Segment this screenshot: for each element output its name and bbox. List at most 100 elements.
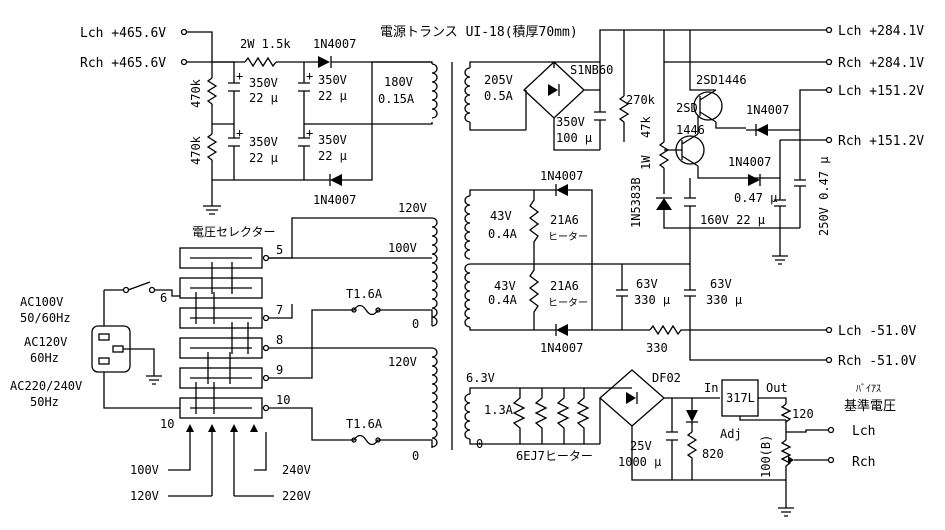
terminal-rch-151 bbox=[825, 136, 833, 144]
pin-9: 9 bbox=[276, 363, 283, 377]
label-6ej7: 6EJ7ヒーター bbox=[516, 449, 593, 463]
label-270k: 270k bbox=[626, 93, 656, 107]
resistor-470k-bot bbox=[206, 133, 218, 161]
selector-block-1[interactable] bbox=[179, 247, 263, 269]
label-neg-c1-v: 63V bbox=[636, 277, 658, 291]
label-heater2-b: ヒーター bbox=[548, 297, 588, 309]
label-neg-c1-uf: 330 μ bbox=[634, 293, 670, 307]
label-sel-220v[interactable]: 220V bbox=[282, 489, 311, 503]
label-winding-015a: 0.15A bbox=[378, 92, 415, 106]
terminal-rch-465 bbox=[180, 58, 188, 66]
label-tap-0-bot: 0 bbox=[412, 449, 419, 463]
label-ac220-2: 50Hz bbox=[30, 395, 59, 409]
svg-text:+: + bbox=[236, 69, 243, 83]
label-d-b: 1N4007 bbox=[728, 155, 771, 169]
label-160v: 160V 22 μ bbox=[700, 213, 765, 227]
label-tap-0-top: 0 bbox=[412, 317, 419, 331]
label-fuse-1: T1.6A bbox=[346, 287, 383, 301]
label-ac120-2: 60Hz bbox=[30, 351, 59, 365]
svg-text:+: + bbox=[306, 126, 313, 140]
terminal-lch-284 bbox=[825, 26, 833, 34]
label-c1-v: 350V bbox=[249, 76, 278, 90]
terminal-rch-m51 bbox=[825, 356, 833, 364]
pot-100b bbox=[780, 439, 792, 508]
winding-43v-bot bbox=[464, 263, 471, 328]
label-sel-240v[interactable]: 240V bbox=[282, 463, 311, 477]
label-317l: 317L bbox=[726, 391, 755, 405]
label-bias-1: ﾊﾞｲｱｽ bbox=[856, 383, 881, 395]
label-w2-a: 0.4A bbox=[488, 293, 518, 307]
label-120: 120 bbox=[792, 407, 814, 421]
pin-6: 6 bbox=[160, 291, 167, 305]
label-d1: 1N4007 bbox=[313, 37, 356, 51]
diode-1n4007-top bbox=[318, 56, 330, 68]
primary-section: 電圧セレクター 120V 100V 0 120V 0 5 7 8 9 10 bbox=[10, 201, 438, 503]
selector-block-5[interactable] bbox=[179, 367, 263, 389]
label-205v: 205V bbox=[484, 73, 513, 87]
label-reg-out: Out bbox=[766, 381, 788, 395]
label-heater1-b: ヒーター bbox=[548, 231, 588, 243]
terminal-lch-m51 bbox=[825, 326, 833, 334]
label-470k-top: 470k bbox=[189, 78, 203, 108]
label-05a: 0.5A bbox=[484, 89, 514, 103]
resistor-47k bbox=[658, 141, 670, 169]
label-neg-d-bot: 1N4007 bbox=[540, 341, 583, 355]
label-neg-d-top: 1N4007 bbox=[540, 169, 583, 183]
label-tap-100v: 100V bbox=[388, 241, 417, 255]
resistor-120 bbox=[780, 403, 792, 423]
label-d-a: 1N4007 bbox=[746, 103, 789, 117]
winding-43v-top bbox=[464, 195, 471, 260]
label-q1: 2SD1446 bbox=[696, 73, 747, 87]
winding-primary-bot bbox=[431, 347, 438, 448]
selector-block-2[interactable] bbox=[179, 277, 263, 299]
label-ac100-1: AC100V bbox=[20, 295, 63, 309]
label-fuse-2: T1.6A bbox=[346, 417, 383, 431]
label-reg-adj: Adj bbox=[720, 427, 742, 441]
label-zener: 1N5383B bbox=[629, 177, 643, 228]
label-q2a: 2SD bbox=[676, 101, 698, 115]
label-heater2-a: 21A6 bbox=[550, 279, 579, 293]
label-c1-uf: 22 μ bbox=[249, 91, 278, 105]
resistor-820 bbox=[686, 431, 698, 480]
label-lch-151: Lch +151.2V bbox=[838, 84, 924, 99]
pin-8: 8 bbox=[276, 333, 283, 347]
label-neg-c2-v: 63V bbox=[710, 277, 732, 291]
heater-6ej7 bbox=[512, 388, 590, 444]
label-q2b: 1446 bbox=[676, 123, 705, 137]
label-1000u: 1000 μ bbox=[618, 455, 661, 469]
label-sel-120v[interactable]: 120V bbox=[130, 489, 159, 503]
pin-7: 7 bbox=[276, 303, 283, 317]
selector-title: 電圧セレクター bbox=[192, 225, 276, 239]
label-rch-151: Rch +151.2V bbox=[838, 134, 924, 149]
hv-section: Lch +465.6V Rch +465.6V 2W 1.5k 1N4007 4… bbox=[80, 26, 438, 215]
resistor-2w bbox=[244, 56, 277, 68]
label-47k: 47k bbox=[639, 116, 653, 138]
winding-205v bbox=[464, 67, 471, 123]
diode-neg-bot bbox=[556, 324, 568, 336]
label-rch-284: Rch +284.1V bbox=[838, 56, 924, 71]
label-d2: 1N4007 bbox=[313, 193, 356, 207]
label-lch-m51: Lch -51.0V bbox=[838, 324, 916, 339]
selector-block-4[interactable] bbox=[179, 337, 263, 359]
winding-primary-top bbox=[431, 217, 438, 327]
diode-neg-top bbox=[556, 184, 568, 196]
label-047-v: 250V 0.47 μ bbox=[817, 157, 831, 236]
svg-text:+: + bbox=[236, 126, 243, 140]
label-ac100-2: 50/60Hz bbox=[20, 311, 71, 325]
label-25v: 25V bbox=[630, 439, 652, 453]
selector-block-3[interactable] bbox=[179, 307, 263, 329]
label-6v3: 6.3V bbox=[466, 371, 495, 385]
terminal-bias-lch bbox=[827, 426, 835, 434]
label-c2-v: 350V bbox=[249, 135, 278, 149]
power-switch[interactable] bbox=[127, 281, 151, 291]
zener-1n5383b bbox=[656, 198, 672, 210]
label-lch-465: Lch +465.6V bbox=[80, 26, 166, 41]
label-1w: 1W bbox=[639, 155, 653, 170]
terminal-lch-465 bbox=[180, 28, 188, 36]
diode-1n4007-mid-b bbox=[748, 174, 760, 186]
label-tap-120v-mid: 120V bbox=[388, 355, 417, 369]
label-c3-uf: 22 μ bbox=[318, 89, 347, 103]
label-sel-100v[interactable]: 100V bbox=[130, 463, 159, 477]
label-047: 0.47 μ bbox=[734, 191, 777, 205]
